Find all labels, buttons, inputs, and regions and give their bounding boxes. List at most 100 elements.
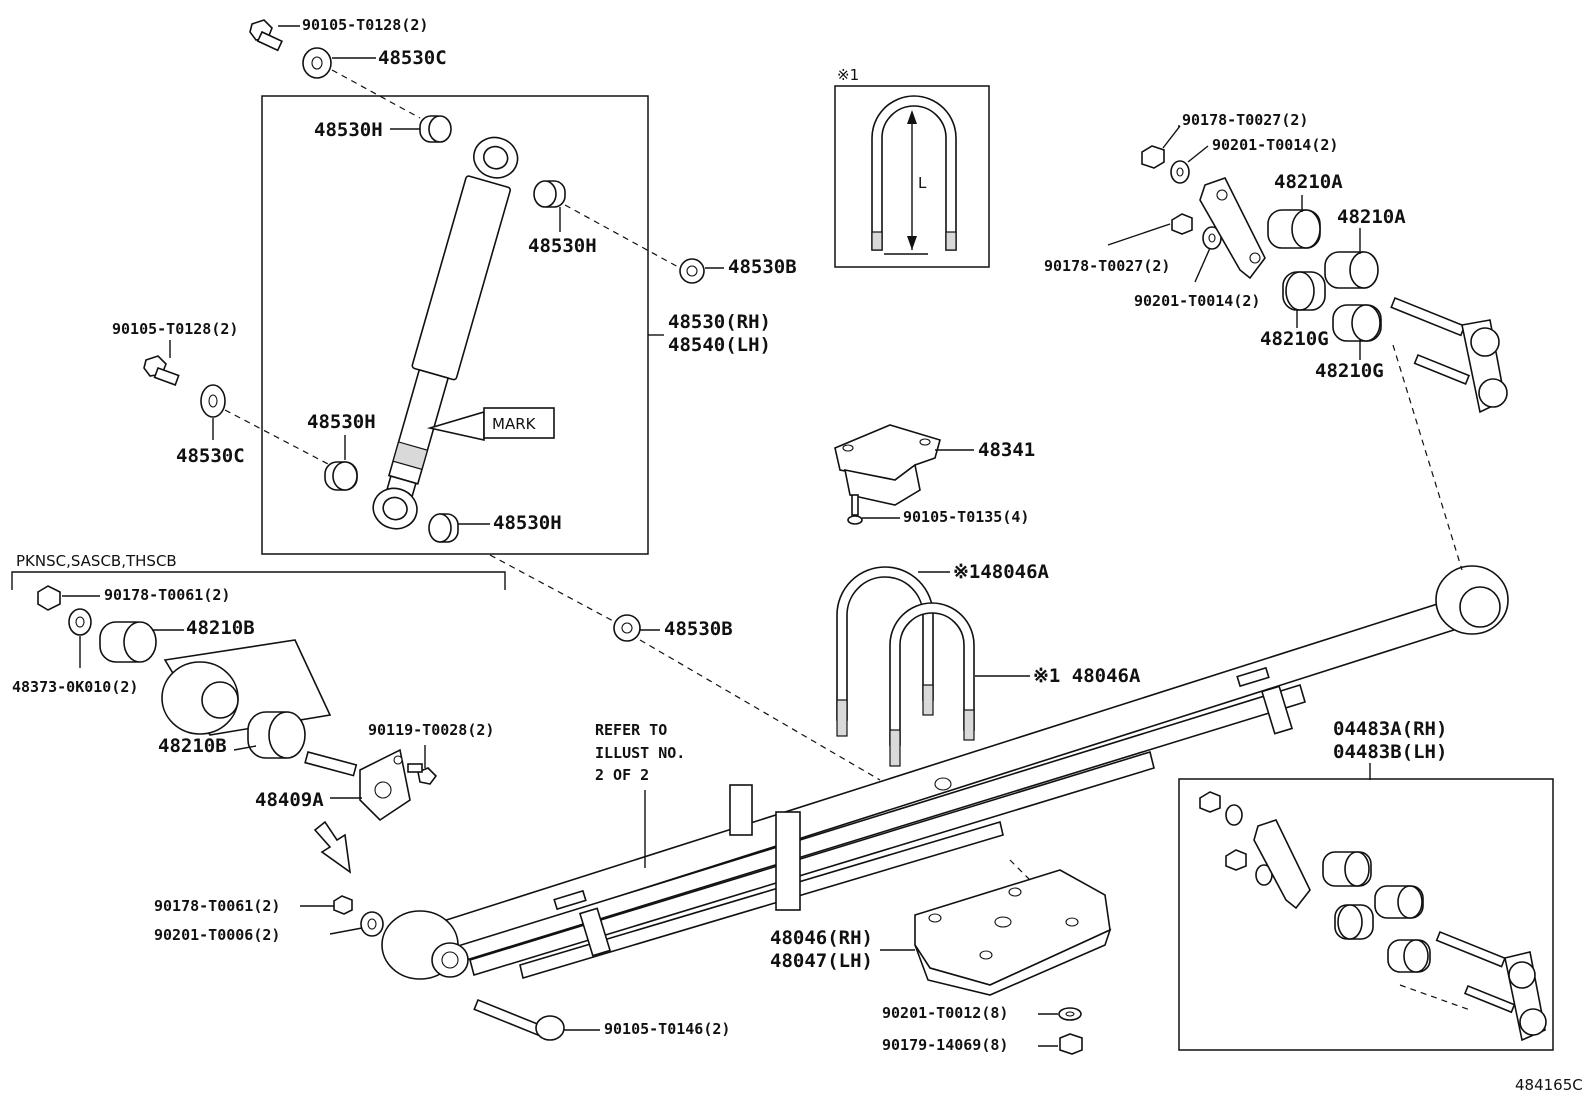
front-hanger — [161, 639, 332, 736]
kit-plate-a — [1253, 819, 1311, 910]
variant-note: PKNSC,SASCB,THSCB — [16, 552, 177, 570]
shackle-bush-g1 — [1282, 271, 1326, 311]
kit-plate-b — [1435, 930, 1547, 1042]
bolt-bumper — [847, 494, 863, 525]
shackle-nut-a — [1141, 145, 1165, 169]
label-shackle-washer-a: 90201-T0014(2) — [1212, 136, 1338, 154]
label-washer-eye: 90201-T0006(2) — [154, 926, 280, 944]
nut-eye — [333, 895, 353, 915]
kit-bush-g2 — [1387, 939, 1431, 973]
variant-bracket — [11, 571, 506, 590]
kit-bush-a2 — [1374, 885, 1424, 919]
label-shock-lh: 48540(LH) — [668, 334, 771, 356]
front-bracket — [304, 748, 411, 822]
label-washer-upper-right: 48530B — [728, 256, 797, 278]
refer-note-line-3: 2 OF 2 — [595, 766, 649, 784]
leader-lines — [62, 25, 1371, 1047]
nut-front — [37, 585, 61, 611]
label-seat-rh: 48046(RH) — [770, 927, 873, 949]
leaf-spring — [381, 565, 1509, 980]
label-bolt-front-bracket: 90119-T0028(2) — [368, 721, 494, 739]
shackle-plate-a — [1199, 177, 1266, 280]
label-seat-lh: 48047(LH) — [770, 950, 873, 972]
refer-note-line-2: ILLUST NO. — [595, 744, 685, 762]
kit-nut-b — [1225, 849, 1247, 871]
washer-eye — [360, 911, 384, 937]
shackle-nut-b — [1171, 213, 1193, 235]
label-shackle-bush-g2: 48210G — [1315, 360, 1384, 382]
kit-bush-a1 — [1322, 851, 1372, 887]
label-bushing-lower-right: 48530H — [493, 512, 562, 534]
bolt-top-shock — [249, 19, 284, 52]
assembly-dash-lines — [224, 69, 1471, 1011]
shackle-bush-a1 — [1267, 209, 1321, 249]
spring-seat — [914, 869, 1112, 996]
bolt-eye — [473, 998, 565, 1041]
label-bushing-lower-left: 48530H — [307, 411, 376, 433]
label-ubolt-a: ※148046A — [953, 561, 1050, 583]
ubolt-b — [889, 602, 975, 767]
shackle-bush-a2 — [1324, 251, 1379, 289]
mark-callout-box — [483, 407, 555, 439]
kit-nut-a — [1199, 791, 1221, 813]
shackle-plate-b — [1390, 296, 1508, 414]
label-bushing-front-a: 48210B — [186, 617, 255, 639]
refer-note-line-1: REFER TO — [595, 721, 667, 739]
ubolt-a — [836, 566, 934, 737]
label-bolt-eye: 90105-T0146(2) — [604, 1020, 730, 1038]
ubolt-detail-note-mark: ※1 — [837, 66, 859, 84]
label-shackle-kit-lh: 04483B(LH) — [1333, 741, 1447, 763]
shackle-kit-box — [1178, 778, 1554, 1051]
bushing-front-a — [99, 621, 157, 663]
label-bumper: 48341 — [978, 439, 1035, 461]
bolt-mid-shock — [143, 355, 180, 386]
label-nut-eye: 90178-T0061(2) — [154, 897, 280, 915]
label-shackle-washer-b: 90201-T0014(2) — [1134, 292, 1260, 310]
label-bushing-front-b: 48210B — [158, 735, 227, 757]
label-bushing-upper-left: 48530H — [314, 119, 383, 141]
label-washer-top-shock: 48530C — [378, 47, 447, 69]
label-shackle-bush-g1: 48210G — [1260, 328, 1329, 350]
nut-seat — [1059, 1033, 1083, 1055]
label-washer-mid-shock: 48530C — [176, 445, 245, 467]
washer-upper-right — [679, 258, 705, 284]
label-washer-seat: 90201-T0012(8) — [882, 1004, 1008, 1022]
shock-absorber-group-box — [261, 95, 649, 555]
washer-lower — [613, 614, 641, 642]
label-shock-rh: 48530(RH) — [668, 311, 771, 333]
label-shackle-nut-b: 90178-T0027(2) — [1044, 257, 1170, 275]
bushing-upper-left — [419, 115, 452, 143]
bushing-lower-right — [428, 513, 459, 543]
shock-absorber — [372, 136, 519, 530]
bolt-front-bracket — [407, 763, 438, 785]
direction-arrow — [313, 820, 352, 874]
shackle-bush-g2 — [1332, 304, 1382, 342]
washer-mid-shock — [200, 384, 226, 418]
kit-bush-g1 — [1334, 904, 1374, 940]
ubolt-detail-drawing — [871, 95, 957, 255]
mark-label: MARK — [492, 415, 537, 433]
label-front-bracket: 48409A — [255, 789, 324, 811]
label-nut-front: 90178-T0061(2) — [104, 586, 230, 604]
label-bushing-upper-right: 48530H — [528, 235, 597, 257]
kit-washer-a — [1225, 804, 1243, 826]
label-shackle-bush-a2: 48210A — [1337, 206, 1406, 228]
label-shackle-kit-rh: 04483A(RH) — [1333, 718, 1447, 740]
bushing-upper-right — [533, 180, 566, 208]
label-bolt-top-shock: 90105-T0128(2) — [302, 16, 428, 34]
label-shackle-nut-a: 90178-T0027(2) — [1182, 111, 1308, 129]
dimension-length-label: L — [918, 174, 927, 192]
label-washer-front: 48373-0K010(2) — [12, 678, 138, 696]
mark-callout-pointer — [426, 410, 485, 441]
label-washer-lower: 48530B — [664, 618, 733, 640]
washer-front — [68, 608, 92, 636]
bushing-front-b — [247, 711, 306, 759]
bumper — [834, 424, 941, 506]
label-shackle-bush-a1: 48210A — [1274, 171, 1343, 193]
washer-seat — [1058, 1007, 1082, 1021]
label-bolt-bumper: 90105-T0135(4) — [903, 508, 1029, 526]
washer-top-shock — [302, 47, 332, 79]
shackle-washer-a — [1170, 160, 1190, 184]
label-nut-seat: 90179-14069(8) — [882, 1036, 1008, 1054]
